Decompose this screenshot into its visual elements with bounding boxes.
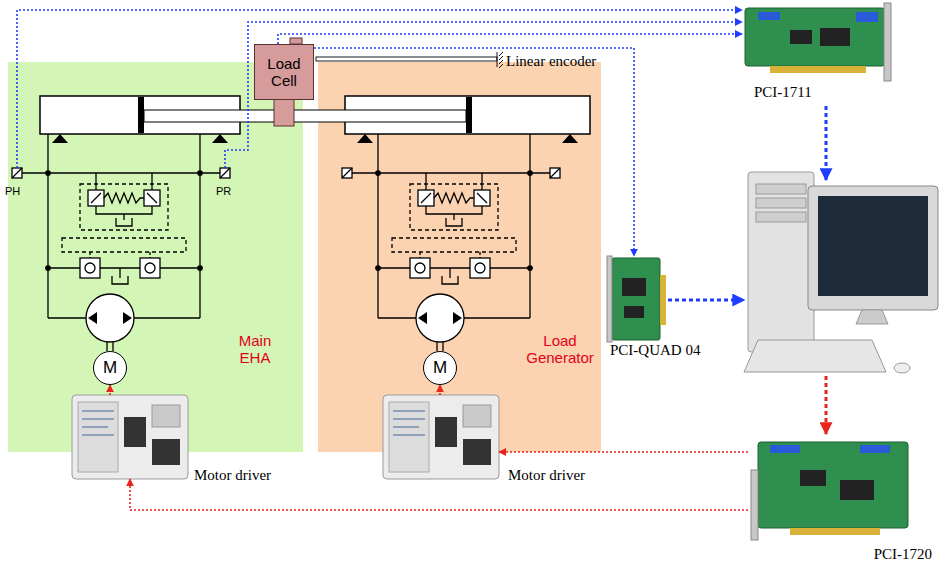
- pci-quad-card: [612, 258, 660, 340]
- motor-driver-picture: [383, 395, 499, 479]
- daq-card: PCI-1720: [748, 438, 938, 568]
- encoder-label: Linear encoder: [506, 53, 596, 69]
- main-cylinder: [138, 97, 144, 133]
- motor-letter: M: [433, 358, 447, 378]
- signal-line: [109, 385, 111, 395]
- motor-symbol: M: [93, 351, 127, 385]
- main-cylinder: [144, 110, 276, 122]
- signal-line: [439, 385, 441, 395]
- load-cylinder: [292, 110, 466, 122]
- pressure-label: PR: [216, 181, 231, 199]
- pressure-label: PR: [216, 185, 231, 197]
- encoder-scale: [497, 52, 503, 68]
- pci-quad-card: [622, 278, 646, 296]
- pressure-signal-line: [225, 22, 742, 168]
- pci-1711-card: [820, 28, 850, 46]
- computer-picture: [756, 198, 806, 208]
- daq-card: PCI-1711: [742, 4, 902, 102]
- pci-1720-card: [790, 528, 880, 535]
- pci-1720-card: [751, 442, 908, 540]
- signal-line: [499, 451, 748, 453]
- computer-picture: [808, 186, 938, 310]
- pci-1720-card: [800, 470, 826, 486]
- motor-driver: Motor driver: [72, 395, 188, 479]
- signal-line: [130, 479, 748, 510]
- pci-1711-card: [884, 3, 891, 81]
- encoder-scale: [316, 57, 497, 61]
- pressure-label: PH: [5, 181, 20, 199]
- pci-quad-card: [624, 306, 644, 318]
- data-bus-arrow: [668, 299, 744, 302]
- motor-symbol: M: [423, 351, 457, 385]
- motor-driver-picture: [72, 395, 188, 479]
- load-cylinder: [357, 134, 578, 143]
- main-eha-ground: [8, 62, 303, 452]
- computer-picture: [744, 172, 938, 373]
- pci-1711-card: [790, 30, 812, 44]
- main-cylinder: [52, 134, 228, 143]
- pressure-label: PH: [5, 185, 20, 197]
- hydraulic-circuit: [12, 134, 230, 351]
- node-label: Load Cell: [257, 55, 311, 90]
- panel-title: Load Generator: [523, 332, 597, 367]
- pci-quad-card: [660, 275, 666, 325]
- pci-quad-card: [607, 256, 666, 342]
- hydraulic-panel: Main EHA M: [8, 62, 303, 452]
- pci-1711-card: [758, 12, 780, 20]
- pci-1720-card: [751, 470, 758, 540]
- pci-1711-card: [745, 3, 891, 81]
- computer-picture: [756, 212, 806, 222]
- computer-picture: [756, 184, 806, 194]
- pci-1720-card: [860, 445, 890, 453]
- encoder-label: Linear encoder: [506, 52, 596, 70]
- main-cylinder: [40, 96, 276, 143]
- pci-1720-card: [770, 445, 800, 453]
- pci-1720-card: [840, 480, 874, 500]
- computer-picture: [856, 310, 888, 324]
- device-caption: PCI-1720: [748, 546, 932, 563]
- pci-1711-card: [770, 66, 866, 73]
- device-caption: Motor driver: [508, 467, 624, 484]
- motor-driver: Motor driver: [383, 395, 499, 479]
- pci-1720-card: [758, 442, 908, 528]
- load-cylinder: [466, 97, 472, 133]
- hydraulic-panel: Load GeneratorM: [318, 62, 601, 452]
- device-caption: Motor driver: [194, 467, 310, 484]
- pci-1711-card: [856, 12, 878, 22]
- panel-title: Main EHA: [225, 332, 285, 367]
- device-caption: PCI-QUAD 04: [610, 342, 722, 359]
- daq-card: PCI-QUAD 04: [606, 256, 718, 362]
- hydraulic-circuit: [342, 134, 560, 351]
- data-bus-arrow: [825, 376, 828, 434]
- computer-picture: [818, 196, 928, 296]
- load-cylinder: [292, 96, 590, 143]
- encoder-scale: [316, 52, 503, 68]
- computer-picture: [748, 172, 814, 352]
- pci-quad-card: [607, 256, 612, 342]
- motor-letter: M: [103, 358, 117, 378]
- signal-line: [314, 48, 634, 256]
- computer-picture: [744, 340, 886, 372]
- data-bus-arrow: [825, 106, 828, 180]
- device-caption: PCI-1711: [754, 84, 914, 101]
- signal-line: [278, 34, 742, 44]
- load-cell-coupling: [274, 98, 294, 126]
- pci-1711-card: [745, 8, 885, 66]
- computer-picture: [894, 363, 910, 373]
- load-cell-box: Load Cell: [254, 44, 314, 100]
